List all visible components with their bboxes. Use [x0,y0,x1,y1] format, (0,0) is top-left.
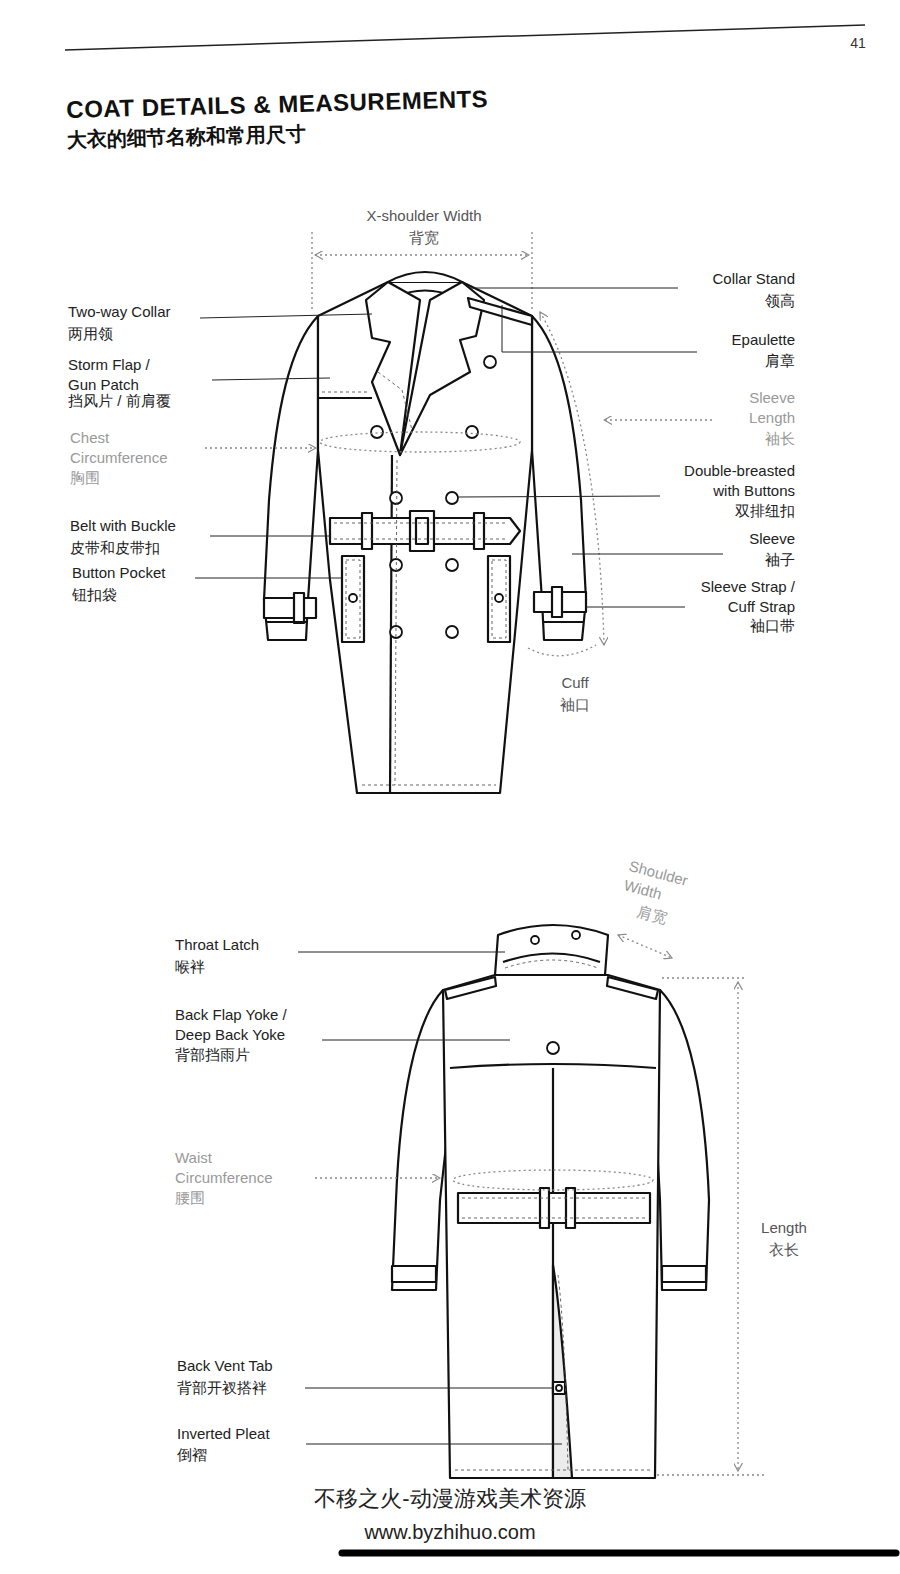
part-label: Back Vent Tab [177,1356,273,1376]
part-label: 袖口 [560,695,590,715]
part-label: Belt with Buckle [70,516,176,536]
front-stitching [322,372,508,785]
part-label: Throat Latch [175,935,259,955]
part-label: 双排纽扣 [735,501,795,521]
part-label: 钮扣袋 [72,585,117,605]
measure-label: X-shoulder Width [366,206,481,226]
part-label: Back Flap Yoke / Deep Back Yoke [175,1005,300,1046]
part-label: 皮带和皮带扣 [70,538,160,558]
front-leader-lines [195,288,723,607]
back-measure-lines [315,935,765,1475]
part-label: Button Pocket [72,563,165,583]
part-label: 倒褶 [177,1445,207,1465]
part-label: 衣长 [769,1240,799,1260]
page-title: COAT DETAILS & MEASUREMENTS [66,85,489,124]
part-label: Epaulette [732,330,795,350]
part-label: Shoulder Width [622,856,700,913]
part-label: 袖长 [765,429,795,449]
part-label: 两用领 [68,324,113,344]
part-label: 挡风片 / 前肩覆 [68,391,171,411]
back-buttons [531,931,580,1391]
measure-label: 背宽 [409,228,439,248]
part-label: 肩宽 [635,902,669,929]
part-label: Double-breasted with Buttons [670,461,795,502]
watermark: 不移之火-动漫游戏美术资源 [314,1484,585,1514]
part-label: Length [761,1218,807,1238]
part-label: Inverted Pleat [177,1424,270,1444]
part-label: 背部挡雨片 [175,1045,250,1065]
part-label: 喉袢 [175,957,205,977]
page-rule [65,25,865,50]
part-label: Two-way Collar [68,302,171,322]
watermark: www.byzhihuo.com [364,1519,535,1546]
front-coat [264,272,586,793]
back-leader-lines [298,952,562,1444]
part-label: Chest Circumference [70,428,180,469]
back-stitching [455,960,650,1470]
part-label: 袖口带 [750,616,795,636]
part-label: Waist Circumference [175,1148,285,1189]
part-label: 领高 [765,291,795,311]
page-number: 41 [850,34,866,53]
part-label: 袖子 [765,550,795,570]
part-label: Cuff [561,673,588,693]
watermark-bar [342,1550,896,1557]
part-label: Sleeve [749,529,795,549]
front-measure-lines [205,232,712,656]
part-label: Sleeve Length [725,388,795,429]
part-label: 背部开衩搭袢 [177,1378,267,1398]
page-subtitle: 大衣的细节名称和常用尺寸 [66,121,307,154]
part-label: 肩章 [765,351,795,371]
part-label: Collar Stand [712,269,795,289]
part-label: Sleeve Strap / Cuff Strap [695,577,795,618]
part-label: 胸围 [70,468,100,488]
part-label: 腰围 [175,1188,205,1208]
back-coat [392,925,709,1478]
part-label: Storm Flap / Gun Patch [68,355,163,396]
